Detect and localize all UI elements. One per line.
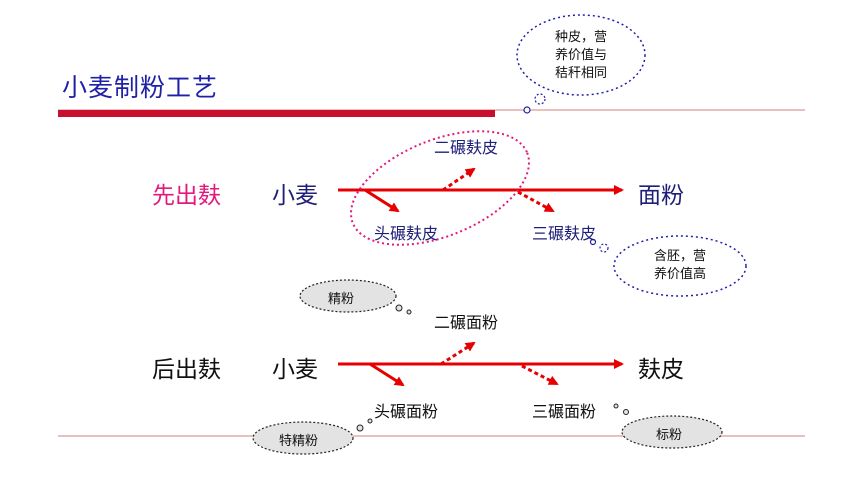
special-fine-flour-callout-cloud bbox=[252, 421, 354, 455]
standard-flour-callout-tail-2 bbox=[613, 403, 619, 409]
upper-first-branch-arrow bbox=[364, 188, 400, 213]
fine-flour-callout-tail-2 bbox=[406, 309, 412, 315]
standard-flour-callout-cloud bbox=[621, 415, 723, 449]
seed-coat-callout-cloud bbox=[516, 14, 646, 96]
germ-callout-text: 含胚，营 养价值高 bbox=[634, 248, 726, 284]
germ-callout-tail-2 bbox=[589, 238, 597, 246]
upper-method-label: 先出麸 bbox=[152, 183, 221, 209]
germ-callout-cloud bbox=[613, 235, 747, 297]
seed-coat-callout-line: 种皮，营 bbox=[554, 30, 607, 45]
fine-flour-callout-tail-1 bbox=[395, 304, 403, 312]
lower-second-branch-dashed-arrow bbox=[440, 341, 476, 366]
lower-method-label: 后出麸 bbox=[152, 357, 221, 383]
lower-first-branch-label: 头碾面粉 bbox=[374, 402, 439, 421]
upper-first-branch-label: 头碾麸皮 bbox=[374, 224, 439, 243]
fine-flour-callout-cloud bbox=[299, 279, 397, 313]
special-fine-flour-callout-text: 特精粉 bbox=[279, 434, 319, 449]
lower-input-label: 小麦 bbox=[272, 357, 318, 383]
accent-bar bbox=[58, 110, 495, 117]
lower-third-branch-dashed-arrow bbox=[521, 364, 559, 386]
lower-first-branch-arrow bbox=[369, 362, 405, 387]
upper-input-label: 小麦 bbox=[272, 183, 318, 209]
upper-third-branch-label: 三碾麸皮 bbox=[532, 224, 597, 243]
seed-coat-callout-line: 秸秆相同 bbox=[554, 66, 607, 81]
seed-coat-callout-tail-2 bbox=[523, 106, 531, 114]
upper-output-label: 面粉 bbox=[638, 183, 684, 209]
page-title: 小麦制粉工艺 bbox=[62, 73, 219, 102]
germ-callout-line: 养价值高 bbox=[653, 267, 706, 282]
fine-flour-callout-text: 精粉 bbox=[328, 292, 355, 307]
lower-second-branch-label: 二碾面粉 bbox=[434, 313, 499, 332]
bran-highlight-ellipse bbox=[350, 130, 530, 246]
germ-callout-line: 含胚，营 bbox=[653, 249, 706, 264]
lower-third-branch-label: 三碾面粉 bbox=[532, 402, 597, 421]
upper-second-branch-dashed-arrow bbox=[442, 167, 476, 192]
seed-coat-callout-tail-1 bbox=[534, 93, 546, 105]
standard-flour-callout-tail-1 bbox=[623, 409, 629, 415]
special-fine-flour-callout-tail-1 bbox=[356, 424, 364, 432]
seed-coat-callout-line: 养价值与 bbox=[554, 48, 607, 63]
lower-output-label: 麸皮 bbox=[638, 357, 684, 383]
seed-coat-callout-text: 种皮，营 养价值与 秸秆相同 bbox=[535, 29, 627, 83]
special-fine-flour-callout-tail-2 bbox=[367, 418, 373, 424]
upper-second-branch-label: 二碾麸皮 bbox=[434, 138, 499, 157]
upper-third-branch-dashed-arrow bbox=[517, 190, 555, 213]
germ-callout-tail-1 bbox=[599, 243, 609, 253]
standard-flour-callout-text: 标粉 bbox=[656, 428, 683, 443]
